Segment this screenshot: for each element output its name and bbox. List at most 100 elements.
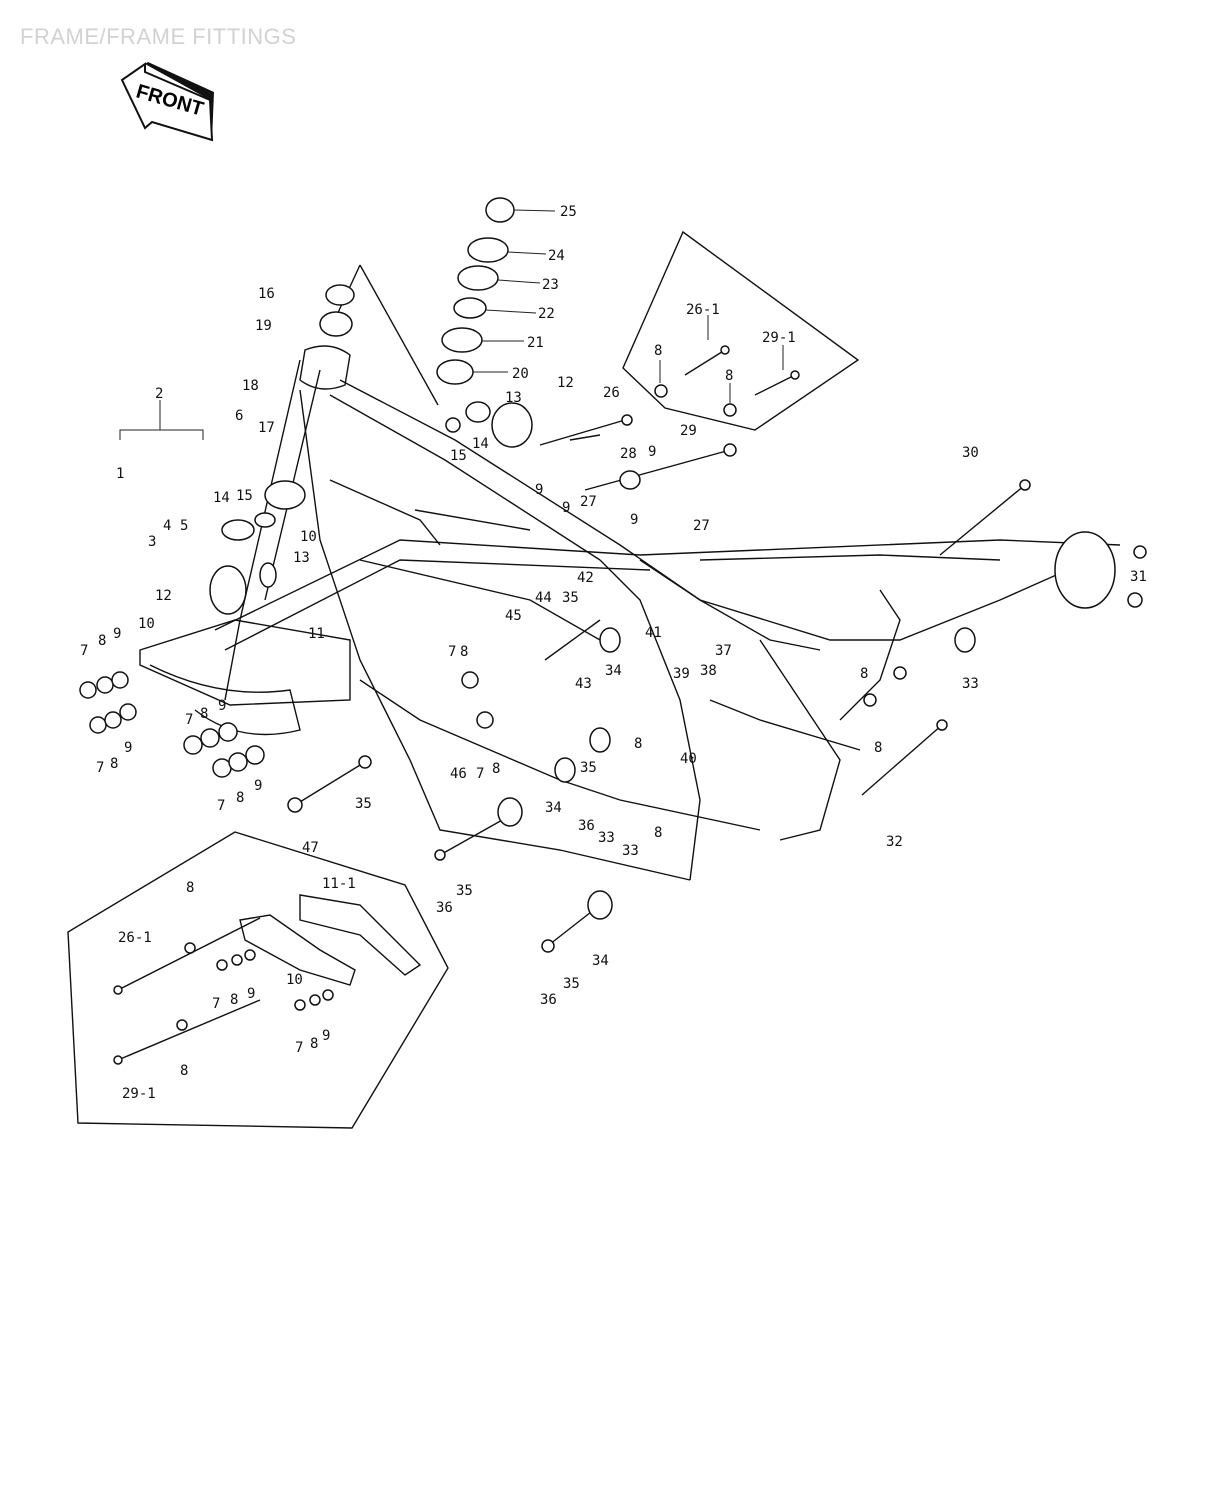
callout-8: 8	[200, 706, 208, 722]
callout-14: 14	[472, 436, 489, 452]
callout-2: 2	[155, 386, 163, 402]
inset-callout-10: 10	[286, 972, 303, 988]
callout-5: 5	[180, 518, 188, 534]
callout-33: 33	[622, 843, 639, 859]
callout-29: 29	[680, 423, 697, 439]
inset-callout-26-1: 26-1	[686, 302, 720, 318]
callout-35: 35	[563, 976, 580, 992]
callout-labels: 25 24 23 22 21 20 16 19 18 2 6 17 1 3 4 …	[80, 204, 1147, 1102]
inset-callout-8: 8	[310, 1036, 318, 1052]
callout-10: 10	[300, 529, 317, 545]
inset-lower	[67, 831, 449, 1129]
callout-46: 46	[450, 766, 467, 782]
front-arrow-icon: FRONT	[120, 62, 214, 142]
callout-9: 9	[535, 482, 543, 498]
callout-8: 8	[860, 666, 868, 682]
callout-19: 19	[255, 318, 272, 334]
callout-25: 25	[560, 204, 577, 220]
callout-7: 7	[96, 760, 104, 776]
callout-41: 41	[645, 625, 662, 641]
inset-callout-8: 8	[725, 368, 733, 384]
callout-42: 42	[577, 570, 594, 586]
callout-26: 26	[603, 385, 620, 401]
callout-7: 7	[185, 712, 193, 728]
callout-8: 8	[460, 644, 468, 660]
inset-upper	[622, 230, 860, 431]
callout-35: 35	[562, 590, 579, 606]
callout-36: 36	[540, 992, 557, 1008]
callout-16: 16	[258, 286, 275, 302]
callout-32: 32	[886, 834, 903, 850]
callout-4: 4	[163, 518, 171, 534]
callout-12: 12	[155, 588, 172, 604]
callout-34: 34	[545, 800, 562, 816]
callout-8: 8	[110, 756, 118, 772]
callout-8: 8	[874, 740, 882, 756]
callout-39: 39	[673, 666, 690, 682]
callout-13: 13	[293, 550, 310, 566]
callout-40: 40	[680, 751, 697, 767]
callout-35: 35	[456, 883, 473, 899]
callout-7: 7	[448, 644, 456, 660]
callout-37: 37	[715, 643, 732, 659]
callout-22: 22	[538, 306, 555, 322]
inset-callout-9: 9	[322, 1028, 330, 1044]
callout-9: 9	[648, 444, 656, 460]
callout-7: 7	[217, 798, 225, 814]
callout-36: 36	[578, 818, 595, 834]
callout-24: 24	[548, 248, 565, 264]
callout-8: 8	[654, 825, 662, 841]
callout-20: 20	[512, 366, 529, 382]
inset-callout-8: 8	[180, 1063, 188, 1079]
callout-8: 8	[634, 736, 642, 752]
head-pipe	[299, 264, 439, 406]
callout-8: 8	[236, 790, 244, 806]
callout-7: 7	[476, 766, 484, 782]
callout-12: 12	[557, 375, 574, 391]
callout-31: 31	[1130, 569, 1147, 585]
callout-35: 35	[355, 796, 372, 812]
inset-callout-11-1: 11-1	[322, 876, 356, 892]
inset-callout-8: 8	[230, 992, 238, 1008]
callout-9: 9	[562, 500, 570, 516]
callout-34: 34	[605, 663, 622, 679]
callout-33: 33	[962, 676, 979, 692]
callout-8: 8	[492, 761, 500, 777]
callout-9: 9	[218, 698, 226, 714]
callout-35: 35	[580, 760, 597, 776]
inset-callout-9: 9	[247, 986, 255, 1002]
callout-34: 34	[592, 953, 609, 969]
callout-36: 36	[436, 900, 453, 916]
callout-45: 45	[505, 608, 522, 624]
inset-callout-29-1: 29-1	[762, 330, 796, 346]
callout-15: 15	[236, 488, 253, 504]
callout-1: 1	[116, 466, 124, 482]
callout-28: 28	[620, 446, 637, 462]
callout-8: 8	[98, 633, 106, 649]
fastener-parts	[287, 401, 1147, 953]
callout-17: 17	[258, 420, 275, 436]
bracket-2	[119, 400, 204, 440]
steering-stem-parts	[436, 197, 556, 385]
callout-13: 13	[505, 390, 522, 406]
callout-9: 9	[630, 512, 638, 528]
callout-15: 15	[450, 448, 467, 464]
page-heading: FRAME/FRAME FITTINGS	[20, 24, 297, 49]
callout-9: 9	[113, 626, 121, 642]
callout-3: 3	[148, 534, 156, 550]
callout-44: 44	[535, 590, 552, 606]
callout-7: 7	[80, 643, 88, 659]
inset-callout-7: 7	[212, 996, 220, 1012]
callout-43: 43	[575, 676, 592, 692]
callout-47: 47	[302, 840, 319, 856]
callout-18: 18	[242, 378, 259, 394]
inset-callout-7: 7	[295, 1040, 303, 1056]
inset-callout-8: 8	[186, 880, 194, 896]
callout-14: 14	[213, 490, 230, 506]
callout-9: 9	[124, 740, 132, 756]
callout-9: 9	[254, 778, 262, 794]
callout-30: 30	[962, 445, 979, 461]
callout-23: 23	[542, 277, 559, 293]
inset-callout-26-1: 26-1	[118, 930, 152, 946]
